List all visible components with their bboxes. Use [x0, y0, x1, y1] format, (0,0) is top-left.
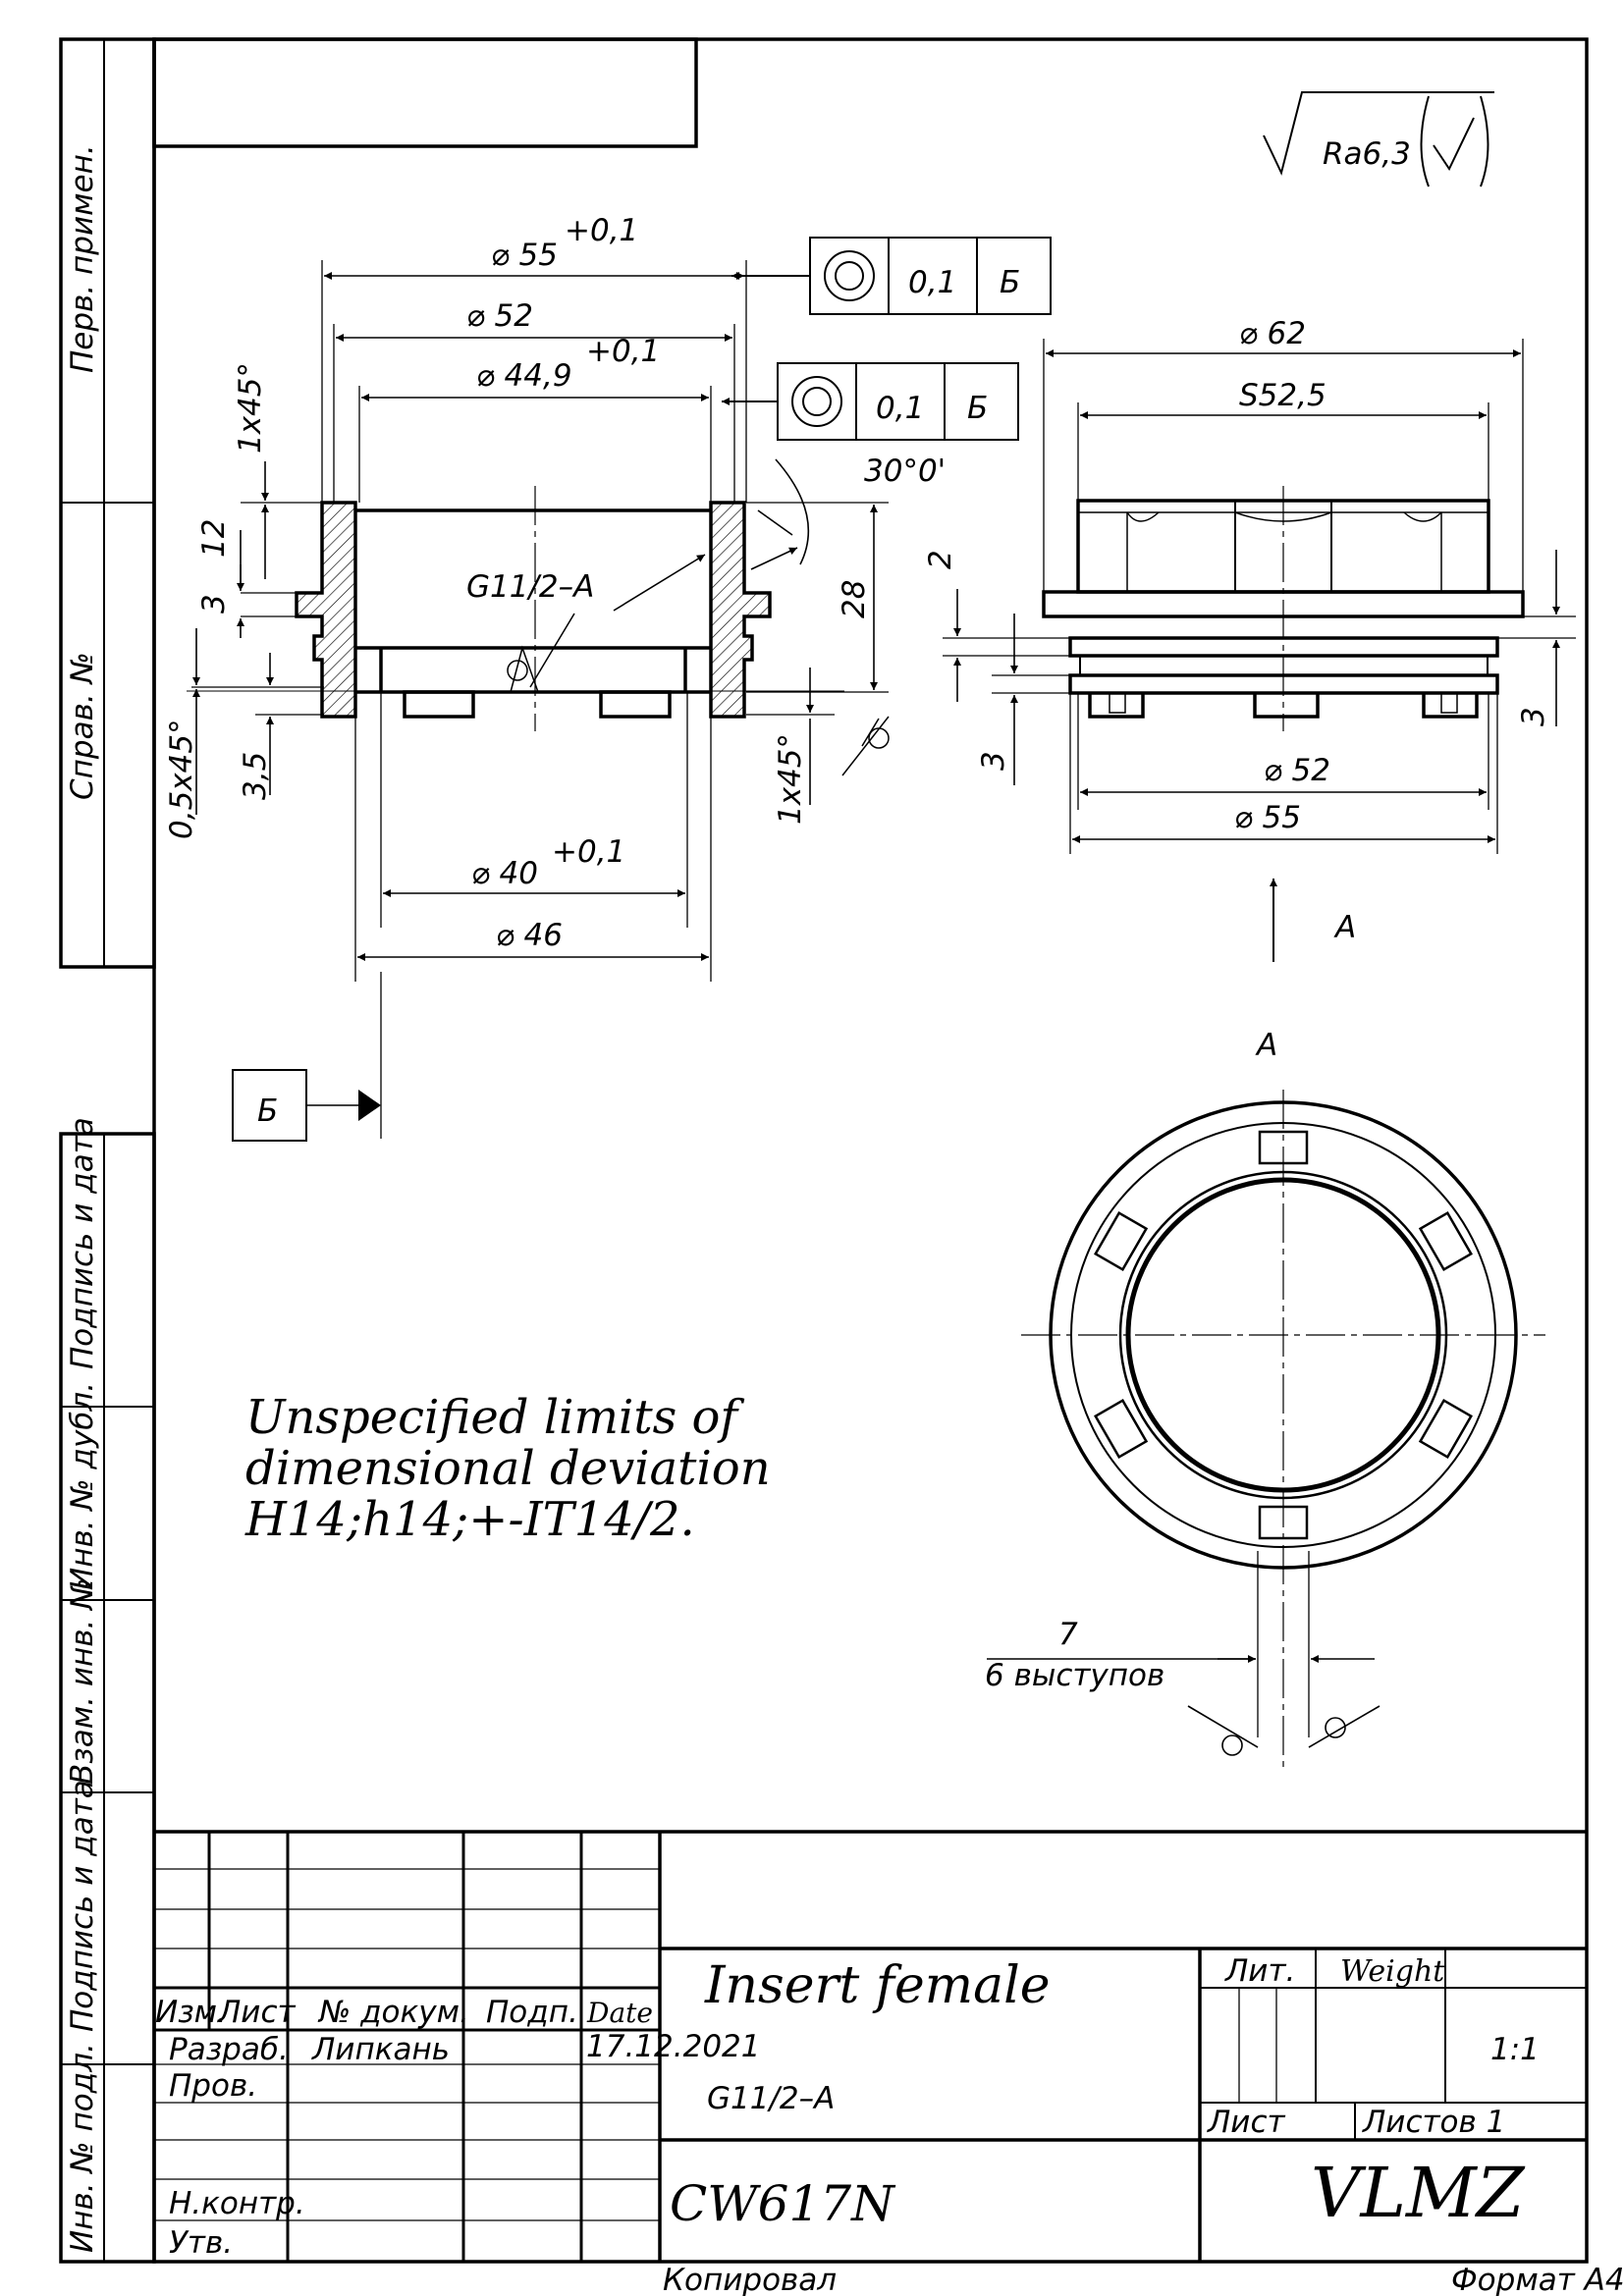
side-label-sprav-no: Справ. № [65, 652, 100, 800]
side-label-perv-primen: Перв. примен. [65, 144, 100, 373]
section-dim-d449: ⌀ 44,9 [476, 358, 572, 394]
section-dim-d55: ⌀ 55 [491, 238, 558, 273]
note-line-3: H14;h14;+-IT14/2. [244, 1492, 695, 1547]
lug [1418, 1399, 1473, 1459]
section-dim-d40-tol: +0,1 [552, 834, 625, 870]
front-dim-d62: ⌀ 62 [1239, 316, 1306, 351]
note-line-2: dimensional deviation [245, 1441, 771, 1496]
gdt-2-tolerance: 0,1 [876, 391, 924, 426]
tb-razrab-label: Разраб. [169, 2032, 289, 2067]
tb-designation: G11/2–A [707, 2081, 835, 2116]
footer-format: Формат A4 [1451, 2263, 1624, 2296]
view-a-title: A [1255, 1028, 1277, 1063]
datum-flag: Б [232, 972, 382, 1142]
section-dim-d40: ⌀ 40 [471, 856, 538, 891]
section-dim-d55-tol: +0,1 [565, 213, 638, 248]
side-label-podpis-data-2: Подпись и дата [65, 1780, 100, 2032]
front-dim-d52: ⌀ 52 [1264, 753, 1330, 788]
section-angle-30: 30°0' [864, 454, 946, 489]
lug [1094, 1211, 1149, 1271]
section-dim-12: 12 [196, 519, 232, 558]
tb-col-date: Date [586, 1997, 653, 2029]
tb-col-docum: № докум. [317, 1995, 469, 2030]
front-dim-d55: ⌀ 55 [1234, 800, 1301, 835]
view-a-lugs-note: 6 выступов [985, 1658, 1164, 1693]
section-dim-35: 3,5 [238, 752, 273, 800]
tb-col-podp: Подп. [486, 1995, 578, 2030]
side-label-inv-dubl: Инв. № дубл. [65, 1382, 100, 1590]
tb-razrab-name: Липкань [311, 2032, 450, 2067]
side-label-inv-podl: Инв. № подл. [65, 2043, 100, 2253]
tb-company: VLMZ [1311, 2153, 1526, 2233]
tb-col-list: Лист [217, 1995, 297, 2030]
tb-razrab-date: 17.12.2021 [586, 2029, 761, 2064]
section-view: ⌀ 55 +0,1 ⌀ 52 ⌀ 44,9 +0,1 ⌀ 40 +0,1 ⌀ 4… [164, 213, 946, 982]
tb-prov-label: Пров. [169, 2068, 257, 2104]
general-note: Unspecified limits of dimensional deviat… [244, 1390, 771, 1547]
sheet-frame [59, 37, 1589, 2264]
tb-material: CW617N [670, 2175, 896, 2232]
section-dim-28: 28 [837, 580, 872, 618]
tb-sheet-label: Лист [1207, 2105, 1286, 2140]
tb-utv-label: Утв. [169, 2225, 233, 2261]
tb-part-name: Insert female [704, 1956, 1051, 2015]
section-chamfer-top: 1x45° [233, 362, 268, 454]
view-a-dim-7: 7 [1058, 1617, 1078, 1652]
footer-copied: Копировал [663, 2263, 837, 2296]
front-dim-2: 2 [923, 550, 958, 569]
title-block-text: Изм. Лист № докум. Подп. Date Разраб. Ли… [155, 1953, 1540, 2261]
note-line-1: Unspecified limits of [245, 1390, 744, 1445]
lug [1094, 1399, 1149, 1459]
tb-col-izm: Изм. [155, 1995, 227, 2030]
front-dim-s525: S52,5 [1239, 378, 1326, 413]
section-chamfer-bottom-left: 0,5x45° [164, 719, 199, 839]
tb-sheets-label: Листов 1 [1362, 2105, 1505, 2140]
section-dim-d46: ⌀ 46 [496, 918, 563, 953]
section-dim-3: 3 [196, 594, 232, 614]
tb-weight-label: Weight [1340, 1954, 1445, 1989]
section-wall-right [709, 501, 772, 719]
gdt-2-datum: Б [967, 391, 988, 426]
side-label-podpis-data-1: Подпись и дата [65, 1117, 100, 1369]
section-thread-label: G11/2–A [466, 569, 594, 605]
lug [1418, 1211, 1473, 1271]
title-block [154, 1830, 1587, 2262]
section-dim-d52: ⌀ 52 [466, 298, 533, 334]
front-dim-3-left: 3 [976, 751, 1011, 771]
datum-flag-letter: Б [257, 1094, 278, 1129]
gdt-1-tolerance: 0,1 [908, 265, 956, 300]
view-direction-arrow: A [1270, 879, 1356, 962]
side-labels: Перв. примен. Справ. № Подпись и дата Ин… [65, 144, 100, 2253]
gdt-frame-1: 0,1 Б [731, 237, 1052, 315]
front-dim-3-right: 3 [1516, 707, 1551, 726]
section-dim-d449-tol: +0,1 [586, 334, 660, 369]
roughness-symbol [1263, 91, 1494, 187]
tb-scale: 1:1 [1490, 2032, 1540, 2067]
front-view: ⌀ 62 S52,5 ⌀ 52 ⌀ 55 2 3 3 [923, 316, 1576, 854]
view-a: A 7 6 выступов [985, 1028, 1545, 1767]
gdt-frame-2: 0,1 Б [722, 362, 1019, 441]
section-chamfer-bottom-right: 1x45° [773, 733, 808, 825]
side-label-vzam-inv: Взам. инв. № [65, 1578, 100, 1785]
tb-nkontr-label: Н.контр. [169, 2186, 305, 2221]
view-arrow-label: A [1333, 910, 1356, 945]
section-wall-left [295, 501, 357, 719]
gdt-1-datum: Б [1000, 265, 1020, 300]
roughness-value: Ra6,3 [1323, 136, 1411, 172]
tb-lit-label: Лит. [1224, 1953, 1295, 1989]
